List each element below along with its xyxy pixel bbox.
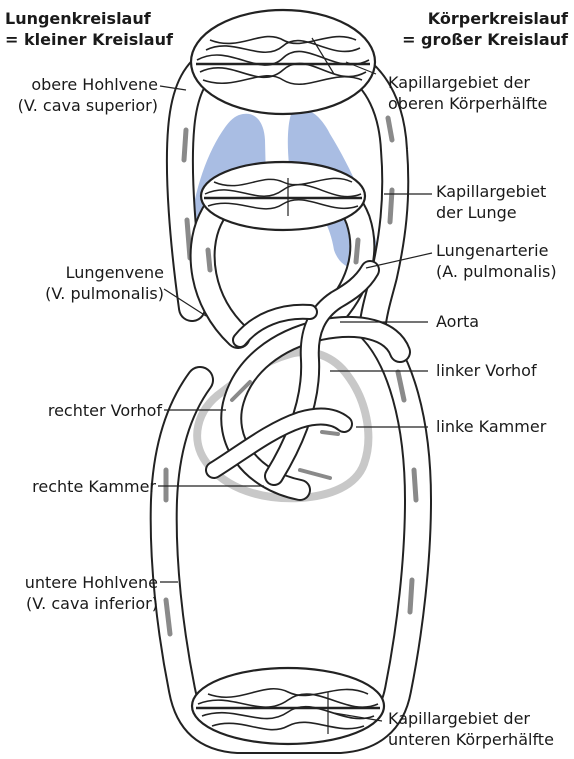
heading-pulmonary: Lungenkreislauf = kleiner Kreislauf	[5, 8, 173, 50]
label-left-atrium: linker Vorhof	[436, 360, 537, 381]
label-lung-capillaries-line2: der Lunge	[436, 202, 546, 223]
capillary-lower-body	[192, 668, 384, 744]
heading-systemic-line2: = großer Kreislauf	[402, 29, 568, 50]
label-upper-body-capillaries-line2: oberen Körperhälfte	[388, 93, 547, 114]
label-pulmonary-artery: Lungenarterie (A. pulmonalis)	[436, 240, 557, 282]
label-pulmonary-vein-line1: Lungenvene	[45, 262, 164, 283]
heading-pulmonary-line1: Lungenkreislauf	[5, 8, 173, 29]
label-pulmonary-artery-line2: (A. pulmonalis)	[436, 261, 557, 282]
label-aorta: Aorta	[436, 311, 479, 332]
label-pulmonary-vein: Lungenvene (V. pulmonalis)	[45, 262, 164, 304]
label-inferior-vena-cava: untere Hohlvene (V. cava inferior)	[25, 572, 158, 614]
heading-systemic: Körperkreislauf = großer Kreislauf	[402, 8, 568, 50]
label-superior-vena-cava: obere Hohlvene (V. cava superior)	[18, 74, 158, 116]
label-lower-body-capillaries: Kapillargebiet der unteren Körperhälfte	[388, 708, 554, 750]
label-left-ventricle-text: linke Kammer	[436, 416, 546, 437]
label-right-atrium: rechter Vorhof	[48, 400, 162, 421]
heading-pulmonary-line2: = kleiner Kreislauf	[5, 29, 173, 50]
label-inferior-vena-cava-line1: untere Hohlvene	[25, 572, 158, 593]
label-left-atrium-text: linker Vorhof	[436, 360, 537, 381]
label-aorta-text: Aorta	[436, 311, 479, 332]
capillary-lung	[201, 162, 365, 230]
label-superior-vena-cava-line2: (V. cava superior)	[18, 95, 158, 116]
label-superior-vena-cava-line1: obere Hohlvene	[18, 74, 158, 95]
label-left-ventricle: linke Kammer	[436, 416, 546, 437]
label-right-atrium-text: rechter Vorhof	[48, 400, 162, 421]
label-right-ventricle: rechte Kammer	[32, 476, 156, 497]
label-upper-body-capillaries-line1: Kapillargebiet der	[388, 72, 547, 93]
label-lower-body-capillaries-line2: unteren Körperhälfte	[388, 729, 554, 750]
label-pulmonary-vein-line2: (V. pulmonalis)	[45, 283, 164, 304]
label-inferior-vena-cava-line2: (V. cava inferior)	[25, 593, 158, 614]
label-lung-capillaries: Kapillargebiet der Lunge	[436, 181, 546, 223]
label-lower-body-capillaries-line1: Kapillargebiet der	[388, 708, 554, 729]
label-right-ventricle-text: rechte Kammer	[32, 476, 156, 497]
label-lung-capillaries-line1: Kapillargebiet	[436, 181, 546, 202]
label-upper-body-capillaries: Kapillargebiet der oberen Körperhälfte	[388, 72, 547, 114]
label-pulmonary-artery-line1: Lungenarterie	[436, 240, 557, 261]
heading-systemic-line1: Körperkreislauf	[402, 8, 568, 29]
